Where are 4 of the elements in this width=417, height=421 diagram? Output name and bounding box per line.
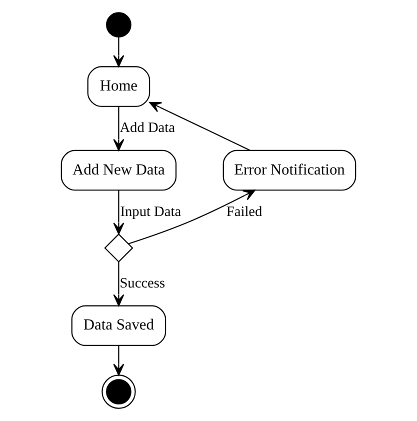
edge-label: Success bbox=[120, 276, 166, 292]
edge-label: Add Data bbox=[120, 120, 175, 136]
edge-label: Failed bbox=[226, 204, 262, 220]
edge-label: Input Data bbox=[120, 204, 182, 220]
